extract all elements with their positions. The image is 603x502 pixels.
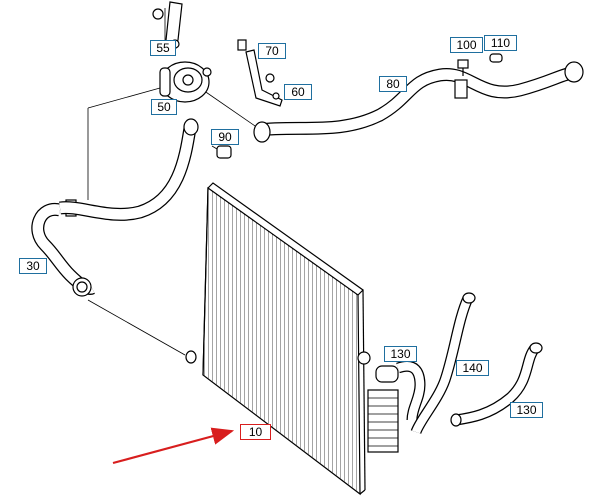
- radiator-core: [185, 182, 371, 496]
- coolant-pump: [159, 61, 212, 103]
- callout-60[interactable]: 60: [284, 84, 312, 100]
- clamp-90: [216, 145, 232, 159]
- callout-50[interactable]: 50: [151, 99, 177, 115]
- callout-30[interactable]: 30: [19, 258, 47, 274]
- callout-130-lower[interactable]: 130: [510, 402, 543, 418]
- hose-80: [253, 61, 584, 143]
- callout-10[interactable]: 10: [240, 424, 271, 440]
- callout-130-upper[interactable]: 130: [384, 346, 417, 362]
- callout-70[interactable]: 70: [258, 43, 286, 59]
- red-indicator-arrow: [112, 427, 235, 465]
- screw-100: [457, 59, 469, 76]
- hose-130-lower: [450, 342, 543, 427]
- oil-cooler: [367, 365, 399, 453]
- callout-55[interactable]: 55: [150, 40, 176, 56]
- hose-140: [410, 292, 476, 435]
- callout-100[interactable]: 100: [450, 37, 483, 53]
- callout-80[interactable]: 80: [379, 76, 407, 92]
- callout-90[interactable]: 90: [211, 129, 239, 145]
- callout-110[interactable]: 110: [484, 35, 517, 51]
- hose-130-upper: [396, 360, 426, 421]
- callout-140[interactable]: 140: [456, 360, 489, 376]
- hose-30: [31, 199, 95, 297]
- hose-pump-lower: [59, 118, 199, 221]
- bracket-60-70: [237, 39, 283, 107]
- sleeve-110: [489, 53, 503, 63]
- leader-lines: [87, 8, 259, 356]
